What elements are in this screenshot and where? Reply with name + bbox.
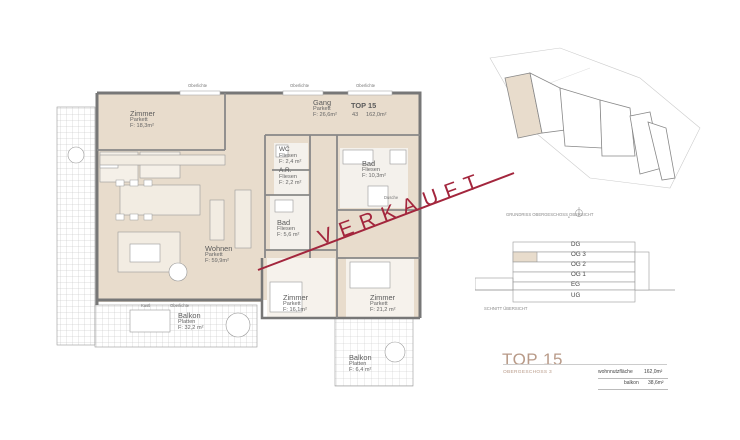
title-block-subtitle: OBERGESCHOSS 3 xyxy=(503,370,552,375)
room-balkon1: Balkon Platten F: 32,2 m² xyxy=(178,311,204,331)
summary-label-balkon: balkon xyxy=(624,380,639,386)
room-zimmer2: Zimmer Parkett F: 16,1m² xyxy=(283,293,309,313)
room-ar: A.R. Fliesen F: 2,2 m² xyxy=(279,167,302,186)
site-map: ● xyxy=(489,47,701,219)
summary-value-balkon: 38,6m² xyxy=(648,380,664,386)
unit-label: TOP 15 xyxy=(351,101,377,110)
site-caption: GRUNDRISS OBERGESCHOSS OBERSICHT xyxy=(506,212,594,217)
north-arrow-icon xyxy=(575,207,583,217)
kastl-label: Kastl xyxy=(141,303,151,308)
room-bad2: Bad Fliesen F: 5,6 m² xyxy=(277,218,300,238)
room-zimmer1: Zimmer Parkett F: 18,3m² xyxy=(130,109,156,129)
section-caption: SCHNITT ÜBERSICHT xyxy=(484,306,528,311)
room-wohnen: Wohnen Parkett F: 59,9m² xyxy=(205,244,233,264)
summary-divider xyxy=(598,389,668,390)
level-dg: DG xyxy=(571,241,581,248)
section-drawing xyxy=(475,241,675,303)
summary-label-wohnnutz: wohnnutzfläche xyxy=(598,369,633,375)
room-balkon2: Balkon Platten F: 6,4 m² xyxy=(349,353,372,373)
unit-sub-b: 162,0m² xyxy=(366,112,387,118)
level-og1: OG 1 xyxy=(571,271,586,278)
oberlichte-label: Oberlichte xyxy=(170,303,190,308)
oberlichte-label: Oberlichte xyxy=(356,83,376,88)
summary-value-wohnnutz: 162,0m² xyxy=(644,369,663,375)
level-eg: EG xyxy=(571,281,580,288)
level-ug: UG xyxy=(571,292,581,299)
dusche-label: Dusche xyxy=(384,195,399,200)
title-divider xyxy=(503,364,667,365)
svg-text:●: ● xyxy=(568,215,570,219)
level-og3: OG 3 xyxy=(571,251,586,258)
title-block-title: TOP 15 xyxy=(502,350,563,369)
unit-sub-a: 43 xyxy=(352,112,359,118)
terrace-left xyxy=(56,106,96,346)
summary-divider xyxy=(598,378,668,379)
room-gang: Gang Parkett F: 26,6m² xyxy=(313,98,337,118)
oberlichte-label: Oberlichte xyxy=(188,83,208,88)
room-wc: WC Fliesen F: 2,4 m² xyxy=(279,146,302,165)
room-zimmer3: Zimmer Parkett F: 21,2 m² xyxy=(370,293,396,313)
oberlichte-label: Oberlichte xyxy=(290,83,310,88)
room-bad1: Bad Fliesen F: 10,3m² xyxy=(362,159,386,179)
level-og2: OG 2 xyxy=(571,261,586,268)
